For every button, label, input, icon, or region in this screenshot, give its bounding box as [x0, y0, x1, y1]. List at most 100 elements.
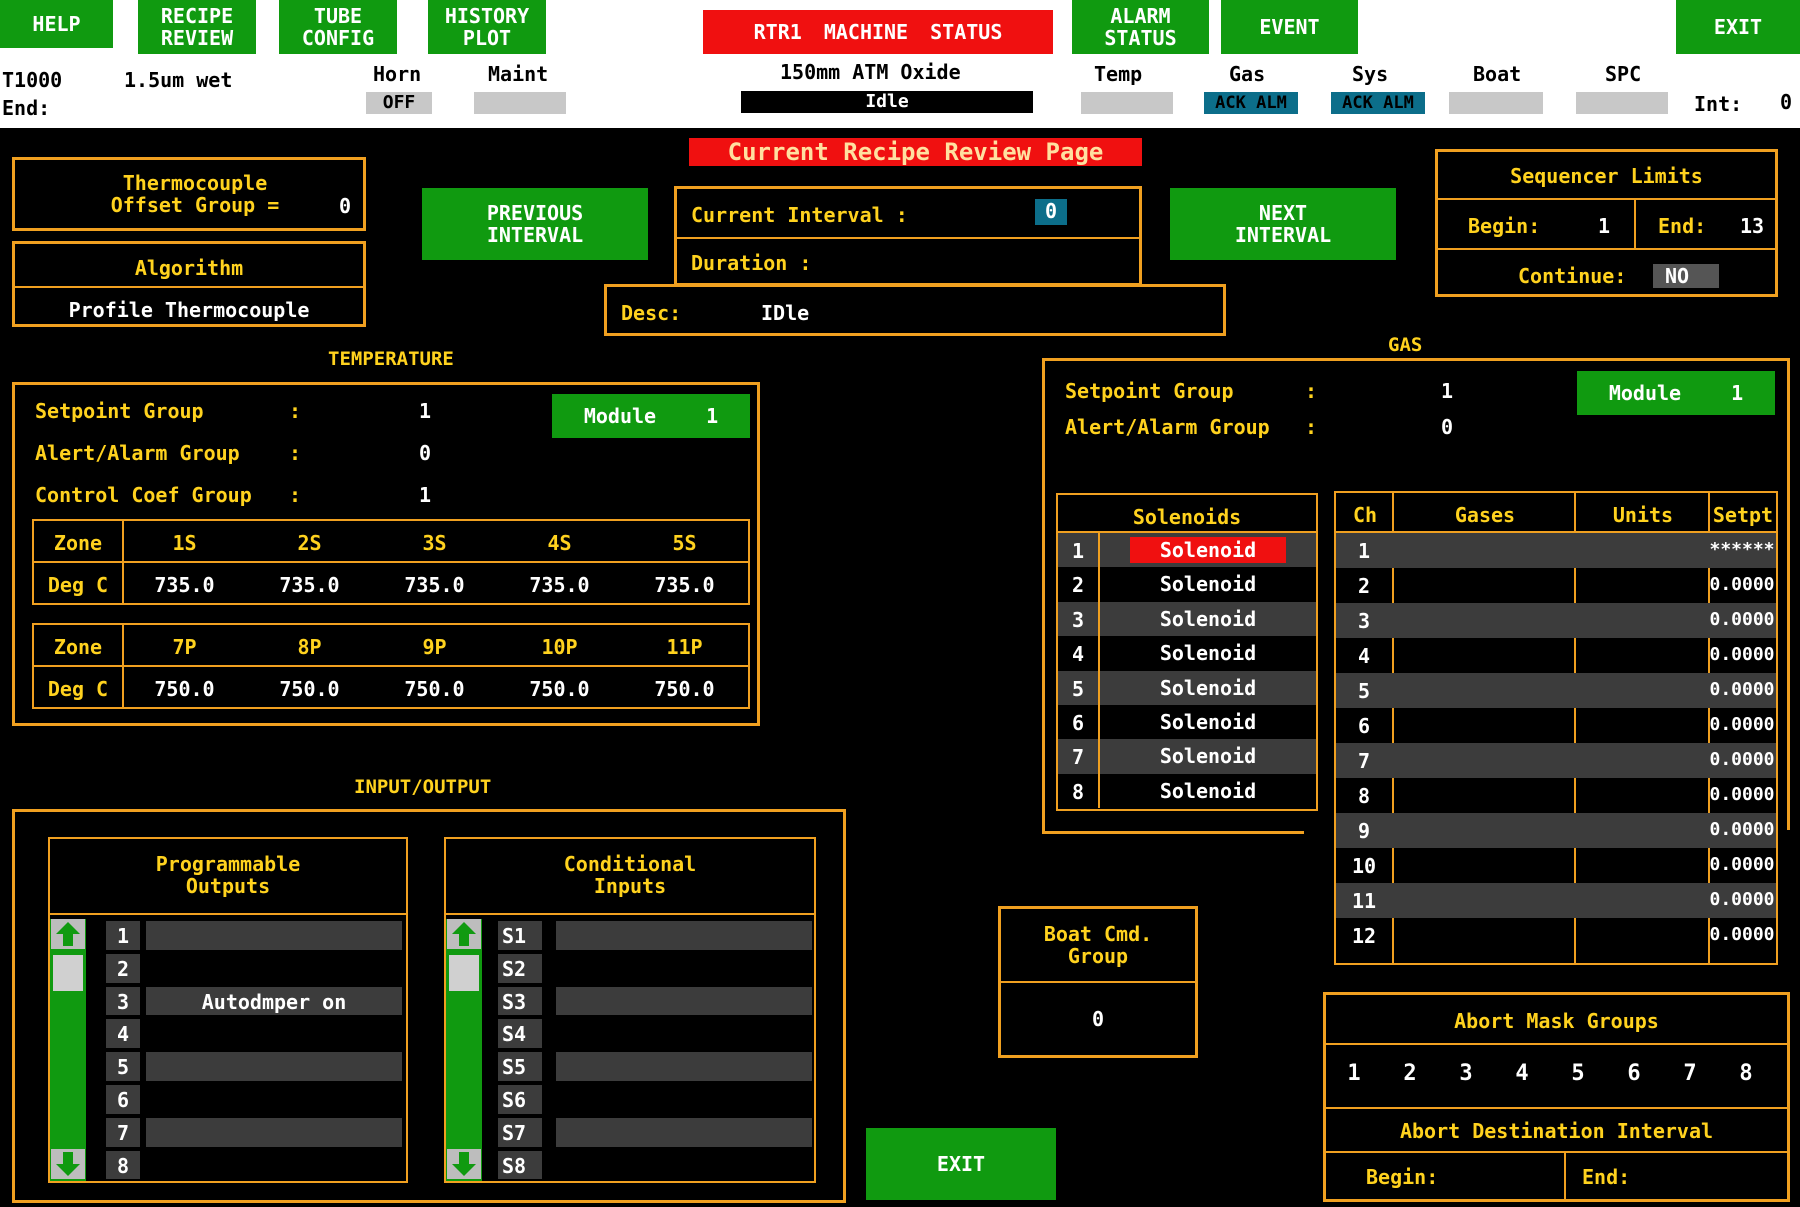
event-button[interactable]: EVENT [1221, 0, 1358, 54]
gas-alert-label: Alert/Alarm Group [1065, 415, 1270, 439]
abort-mask-group-number[interactable]: 8 [1739, 1061, 1753, 1086]
temp-status[interactable] [1081, 92, 1173, 114]
input-value[interactable] [556, 1085, 812, 1114]
machine-status-button[interactable]: RTR1 MACHINE STATUS [703, 10, 1053, 54]
history-plot-button[interactable]: HISTORY PLOT [428, 0, 546, 54]
scroll-up-arrow-icon[interactable] [447, 919, 481, 949]
abort-mask-group-number[interactable]: 2 [1403, 1061, 1417, 1086]
tube-config-button[interactable]: TUBE CONFIG [279, 0, 397, 54]
abort-mask-group-number[interactable]: 3 [1459, 1061, 1473, 1086]
input-number: S1 [498, 921, 542, 950]
interval-panel: Current Interval : 0 Duration : [674, 186, 1142, 286]
abort-mask-group-number[interactable]: 4 [1515, 1061, 1529, 1086]
maint-status[interactable] [474, 92, 566, 114]
next-interval-button[interactable]: NEXT INTERVAL [1170, 188, 1396, 260]
abort-mask-group-number[interactable]: 6 [1627, 1061, 1641, 1086]
channel-number: 8 [1357, 784, 1371, 808]
output-value[interactable] [146, 1117, 402, 1147]
gas-channel-row[interactable]: 1****** [1336, 533, 1776, 568]
sequencer-limits-panel: Sequencer Limits Begin: 1 End: 13 Contin… [1435, 149, 1778, 297]
channel-setpoint: 0.0000 [1709, 784, 1775, 805]
zone-temp-value: 750.0 [279, 677, 340, 701]
temp-module-button[interactable]: Module 1 [552, 394, 750, 438]
scroll-down-arrow-icon[interactable] [51, 1149, 85, 1179]
input-value[interactable] [556, 1151, 812, 1180]
algorithm-panel: Algorithm Profile Thermocouple [12, 241, 366, 327]
output-value[interactable] [146, 954, 402, 983]
abort-mask-group-number[interactable]: 1 [1347, 1061, 1361, 1086]
channel-number: 4 [1357, 644, 1371, 668]
output-value[interactable] [146, 921, 402, 950]
input-number: S3 [498, 986, 542, 1016]
output-value[interactable] [146, 1052, 402, 1081]
scroll-down-arrow-icon[interactable] [447, 1149, 481, 1179]
sys-status[interactable]: ACK ALM [1331, 92, 1425, 114]
output-value[interactable]: Autodmper on [146, 986, 402, 1016]
alarm-status-button[interactable]: ALARM STATUS [1072, 0, 1209, 54]
gas-channel-row[interactable]: 8 0.0000 [1336, 778, 1776, 813]
input-value[interactable] [556, 986, 812, 1016]
algorithm-label: Algorithm [134, 256, 244, 280]
spc-status[interactable] [1576, 92, 1668, 114]
channel-setpoint: 0.0000 [1709, 854, 1775, 875]
abort-mask-group-number[interactable]: 5 [1571, 1061, 1585, 1086]
previous-interval-button[interactable]: PREVIOUS INTERVAL [422, 188, 648, 260]
channel-setpoint: 0.0000 [1709, 889, 1775, 910]
exit-button[interactable]: EXIT [866, 1128, 1056, 1200]
output-value[interactable] [146, 1151, 402, 1180]
boat-status[interactable] [1449, 92, 1543, 114]
gas-module-button[interactable]: Module 1 [1577, 371, 1775, 415]
duration-label: Duration : [691, 251, 812, 275]
horn-status[interactable]: OFF [366, 92, 432, 114]
input-value[interactable] [556, 1052, 812, 1081]
input-value[interactable] [556, 1117, 812, 1147]
output-value[interactable] [146, 1019, 402, 1048]
help-button[interactable]: HELP [0, 0, 113, 48]
input-value[interactable] [556, 921, 812, 950]
abort-mask-group-number[interactable]: 7 [1683, 1061, 1697, 1086]
units-header: Units [1612, 503, 1674, 527]
input-value[interactable] [556, 954, 812, 983]
solenoid-divider [1098, 533, 1100, 568]
page-title: Current Recipe Review Page [689, 138, 1142, 166]
outputs-scroll-thumb[interactable] [53, 955, 83, 991]
output-value[interactable] [146, 1085, 402, 1114]
temp-module-value: 1 [706, 404, 719, 428]
sequencer-begin-label: Begin: [1468, 214, 1541, 238]
input-value[interactable] [556, 1019, 812, 1048]
inputs-scrollbar[interactable] [446, 919, 482, 1181]
sequencer-continue-value[interactable]: NO [1653, 264, 1719, 288]
temp-module-label: Module [583, 404, 657, 428]
exit-top-button[interactable]: EXIT [1676, 0, 1800, 54]
zone-temp-value: 750.0 [154, 677, 215, 701]
gas-setpoint-label: Setpoint Group [1065, 379, 1234, 403]
channel-setpoint: 0.0000 [1709, 574, 1775, 595]
recipe-review-button[interactable]: RECIPE REVIEW [138, 0, 256, 54]
gas-status[interactable]: ACK ALM [1204, 92, 1298, 114]
zone-temp-value: 735.0 [279, 573, 340, 597]
scroll-up-arrow-icon[interactable] [51, 919, 85, 949]
current-interval-value[interactable]: 0 [1035, 199, 1067, 225]
channel-number: 5 [1357, 679, 1371, 703]
outputs-scrollbar[interactable] [50, 919, 86, 1181]
inputs-scroll-thumb[interactable] [449, 955, 479, 991]
